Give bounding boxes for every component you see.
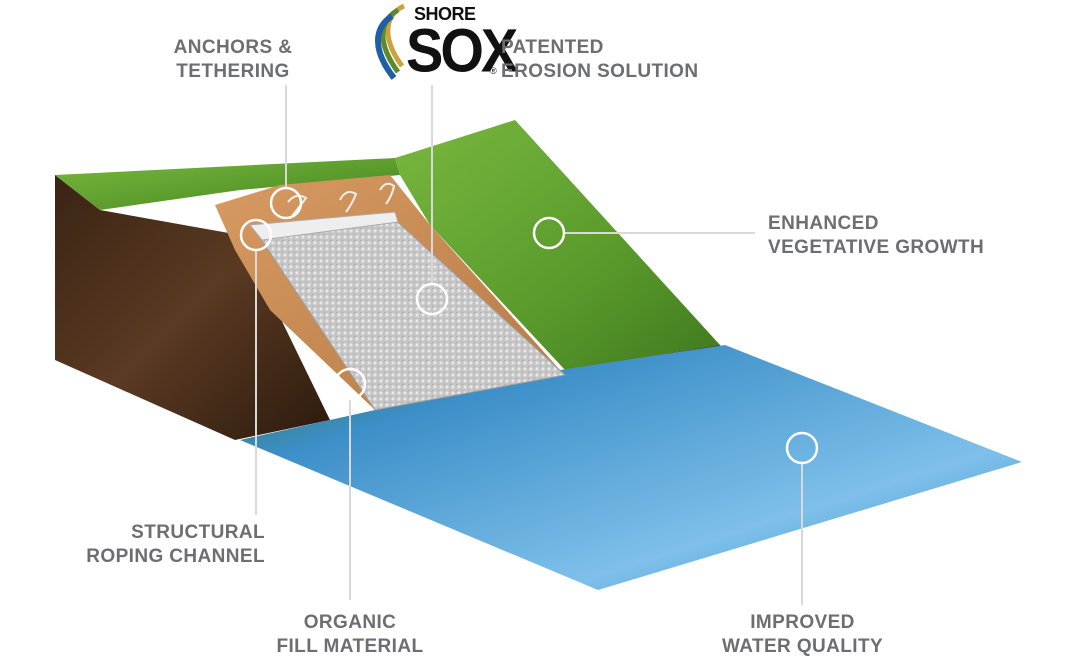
callout-vegetative-line2: VEGETATIVE GROWTH xyxy=(768,237,985,258)
anchor-rope-1 xyxy=(287,194,308,217)
callout-water-quality: IMPROVED WATER QUALITY xyxy=(700,611,905,659)
callout-anchors-line2: TETHERING xyxy=(176,61,290,82)
marker-vegetative xyxy=(532,216,566,250)
callout-patented-line1: PATENTED xyxy=(501,37,604,58)
shore-sox-logo: SHORE SOX ® xyxy=(372,2,518,81)
callout-roping-line2: ROPING CHANNEL xyxy=(86,546,265,567)
callout-fill-line1: ORGANIC xyxy=(303,612,397,633)
logo-registered-mark: ® xyxy=(490,66,497,76)
callout-vegetative-growth: ENHANCED VEGETATIVE GROWTH xyxy=(768,212,1038,260)
grass-top-left xyxy=(55,158,400,210)
water-surface xyxy=(240,345,1022,590)
callout-patented-erosion: PATENTED EROSION SOLUTION xyxy=(501,36,741,84)
marker-water xyxy=(785,431,819,465)
marker-patented xyxy=(415,282,449,316)
logo-word-sox: SOX xyxy=(406,15,518,85)
soil-cross-section xyxy=(55,175,330,440)
marker-roping xyxy=(239,218,273,252)
callout-roping-line1: STRUCTURAL xyxy=(131,522,265,543)
marker-anchors xyxy=(269,186,303,220)
sock-roll xyxy=(249,211,399,241)
callout-vegetative-line1: ENHANCED xyxy=(768,213,879,234)
callout-structural-roping: STRUCTURAL ROPING CHANNEL xyxy=(40,521,265,569)
logo-swoosh-icon xyxy=(375,3,406,80)
marker-fill xyxy=(333,367,367,401)
anchor-rope-3 xyxy=(379,182,396,205)
callout-anchors-tethering: ANCHORS & TETHERING xyxy=(158,36,308,84)
callout-fill-line2: FILL MATERIAL xyxy=(276,636,424,657)
callout-patented-line2: EROSION SOLUTION xyxy=(501,61,699,82)
logo-word-shore: SHORE xyxy=(414,4,476,24)
callout-anchors-line1: ANCHORS & xyxy=(173,37,293,58)
callout-water-line1: IMPROVED xyxy=(750,612,855,633)
callout-water-line2: WATER QUALITY xyxy=(721,636,884,657)
callout-organic-fill: ORGANIC FILL MATERIAL xyxy=(255,611,445,659)
anchor-rope-2 xyxy=(339,191,358,213)
